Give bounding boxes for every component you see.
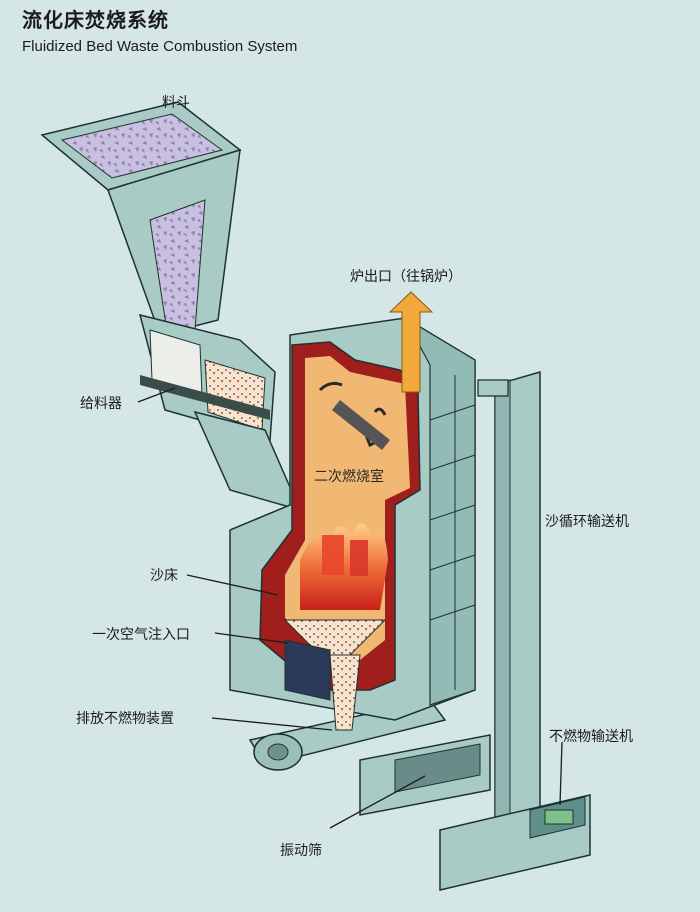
- feeder: [138, 313, 302, 512]
- label-sand-bed: 沙床: [150, 568, 178, 584]
- label-hopper: 料斗: [162, 95, 190, 111]
- hopper: [40, 101, 242, 339]
- label-primary-air-inlet: 一次空气注入口: [92, 627, 190, 643]
- vibrating-screen: [359, 734, 491, 816]
- leader-lines: [137, 387, 563, 829]
- label-vibrating-screen: 振动筛: [280, 843, 322, 859]
- discharge-chute: [329, 654, 361, 731]
- page-subtitle: Fluidized Bed Waste Combustion System: [22, 38, 298, 55]
- page-title: 流化床焚烧系统: [22, 8, 169, 32]
- label-noncombustible-conveyor: 不燃物输送机: [549, 729, 633, 745]
- label-feeder: 给料器: [80, 396, 122, 412]
- label-discharge-device: 排放不燃物装置: [76, 711, 174, 727]
- label-furnace-outlet: 炉出口（往锅炉）: [350, 269, 462, 285]
- label-sand-conveyor: 沙循环输送机: [545, 514, 629, 530]
- outlet-arrow: [388, 291, 434, 393]
- primary-air-inlet: [284, 639, 331, 701]
- sand-bed: [283, 523, 388, 656]
- sand-circulation-conveyor: [477, 371, 541, 833]
- label-secondary-chamber: 二次燃烧室: [314, 469, 384, 485]
- noncombustible-conveyor: [439, 794, 591, 891]
